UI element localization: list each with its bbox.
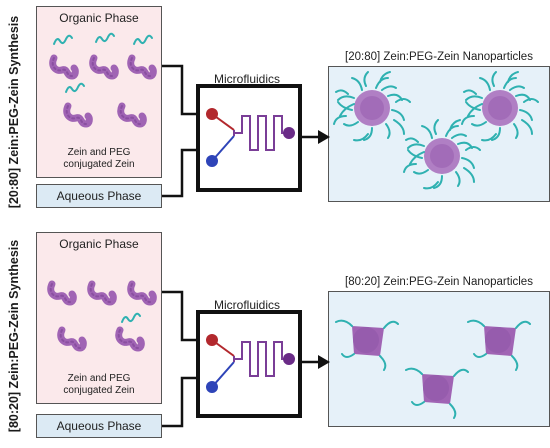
microfluidic-chip-icon xyxy=(196,310,302,418)
nanoparticle-icon xyxy=(335,319,531,419)
nanoparticles-title: [20:80] Zein:PEG-Zein Nanoparticles xyxy=(345,51,533,63)
organic-phase-title: Organic Phase xyxy=(59,11,139,25)
organic-phase-box: Organic Phase Zein and PEG conjugated Ze… xyxy=(36,6,162,178)
zein-protein-icon xyxy=(53,58,154,124)
zein-protein-icon xyxy=(51,284,154,348)
organic-phase-caption: Zein and PEG conjugated Zein xyxy=(63,373,135,396)
microfluidics-label: Microfluidics xyxy=(213,72,280,86)
peg-chain-icon xyxy=(53,32,153,93)
aqueous-phase-box: Aqueous Phase xyxy=(36,184,162,208)
organic-phase-caption: Zein and PEG conjugated Zein xyxy=(63,147,135,170)
arrow-icon xyxy=(318,355,330,369)
organic-phase-box: Organic Phase Zein and PEG conjugated Ze… xyxy=(36,232,162,404)
nanoparticles-box xyxy=(328,291,550,427)
arrow-icon xyxy=(318,130,330,144)
microfluidics-label: Microfluidics xyxy=(213,298,280,312)
organic-phase-title: Organic Phase xyxy=(59,237,139,251)
aqueous-phase-box: Aqueous Phase xyxy=(36,414,162,438)
nanoparticles-title: [80:20] Zein:PEG-Zein Nanoparticles xyxy=(345,276,533,288)
peg-chain-icon xyxy=(121,312,141,323)
nanoparticle-icon xyxy=(333,71,539,190)
microfluidic-chip-icon xyxy=(196,84,302,192)
